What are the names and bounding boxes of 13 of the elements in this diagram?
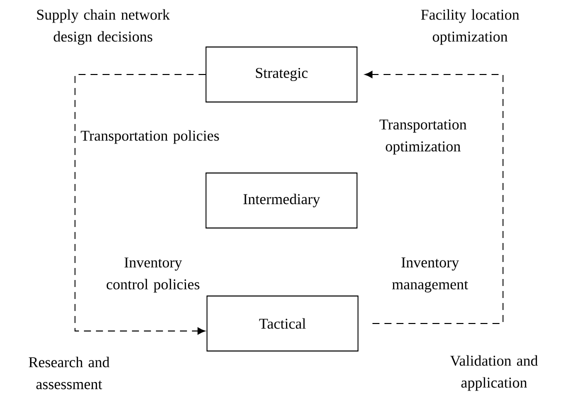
dashed-arrow [364, 70, 504, 324]
label-text: Inventory control policies [106, 258, 200, 292]
label-text: Research and assessment [28, 356, 110, 390]
label-text: Transportation optimization [380, 120, 467, 154]
label-text: Facility location optimization [421, 9, 520, 45]
label-text: Supply chain network design decisions [37, 9, 170, 45]
dashed-arrow [74, 74, 206, 335]
label-text: Inventory management [392, 258, 468, 292]
label-text: Transportation policies [80, 130, 219, 144]
level-box: Strategic [206, 46, 358, 102]
label-text: Validation and application [450, 355, 538, 391]
level-box: Tactical [206, 296, 358, 352]
level-box: Intermediary [206, 172, 358, 228]
